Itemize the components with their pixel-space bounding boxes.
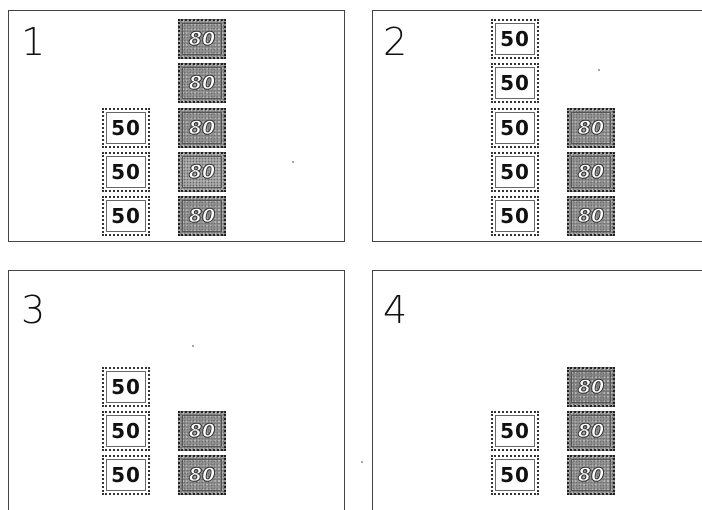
- stamp-50: 50: [102, 152, 150, 192]
- panel-number: 4: [383, 291, 407, 329]
- panel-3: 3 50 50 50 80 80: [8, 270, 345, 510]
- panel-number: 1: [21, 23, 45, 61]
- stamp-value: 80: [578, 464, 604, 486]
- stamp-80: 80: [178, 108, 226, 148]
- stamp-80: 80: [567, 152, 615, 192]
- stamp-50: 50: [491, 63, 539, 103]
- stamp-50: 50: [491, 411, 539, 451]
- stamp-50: 50: [102, 196, 150, 236]
- stamp-80: 80: [567, 108, 615, 148]
- stamp-80: 80: [178, 19, 226, 59]
- stamp-50: 50: [491, 152, 539, 192]
- stamp-50: 50: [102, 367, 150, 407]
- stamp-80: 80: [178, 196, 226, 236]
- panel-number: 2: [383, 23, 407, 61]
- stamp-80: 80: [567, 367, 615, 407]
- stamp-80: 80: [178, 455, 226, 495]
- speck: [192, 345, 194, 347]
- panel-number: 3: [21, 291, 45, 329]
- stamp-value: 80: [189, 205, 215, 227]
- stamp-value: 80: [189, 72, 215, 94]
- stamp-value: 80: [189, 420, 215, 442]
- stamp-value: 50: [111, 419, 141, 443]
- stamp-value: 80: [578, 161, 604, 183]
- stamp-50: 50: [491, 19, 539, 59]
- panel-4: 4 50 50 80 80 80: [372, 270, 702, 510]
- stamp-value: 50: [500, 463, 530, 487]
- stamp-50: 50: [491, 196, 539, 236]
- stamp-value: 50: [500, 27, 530, 51]
- stamp-value: 50: [500, 116, 530, 140]
- stamp-value: 80: [189, 464, 215, 486]
- stamp-value: 50: [111, 160, 141, 184]
- stamp-value: 80: [189, 117, 215, 139]
- stamp-80: 80: [567, 411, 615, 451]
- stamp-50: 50: [102, 108, 150, 148]
- stamp-value: 50: [111, 463, 141, 487]
- stamp-value: 50: [111, 375, 141, 399]
- stamp-value: 50: [500, 419, 530, 443]
- speck: [361, 461, 363, 463]
- stamp-80: 80: [567, 455, 615, 495]
- stamp-80: 80: [567, 196, 615, 236]
- stamp-50: 50: [102, 455, 150, 495]
- stamp-value: 50: [500, 71, 530, 95]
- stamp-50: 50: [491, 108, 539, 148]
- stamp-value: 80: [189, 28, 215, 50]
- stamp-50: 50: [102, 411, 150, 451]
- stamp-80: 80: [178, 63, 226, 103]
- speck: [598, 69, 600, 71]
- stamp-value: 50: [500, 204, 530, 228]
- panel-1: 1 50 50 50 80 80 80 80 80: [8, 10, 345, 242]
- stamp-50: 50: [491, 455, 539, 495]
- stamp-value: 80: [578, 205, 604, 227]
- stamp-value: 80: [578, 420, 604, 442]
- stamp-value: 50: [111, 204, 141, 228]
- stamp-80: 80: [178, 411, 226, 451]
- stamp-value: 80: [578, 376, 604, 398]
- stamp-value: 50: [111, 116, 141, 140]
- stamp-value: 80: [578, 117, 604, 139]
- stamp-value: 50: [500, 160, 530, 184]
- panel-2: 2 50 50 50 50 50 80 80 80: [372, 10, 702, 242]
- stamp-80: 80: [178, 152, 226, 192]
- speck: [292, 161, 294, 163]
- stamp-value: 80: [189, 161, 215, 183]
